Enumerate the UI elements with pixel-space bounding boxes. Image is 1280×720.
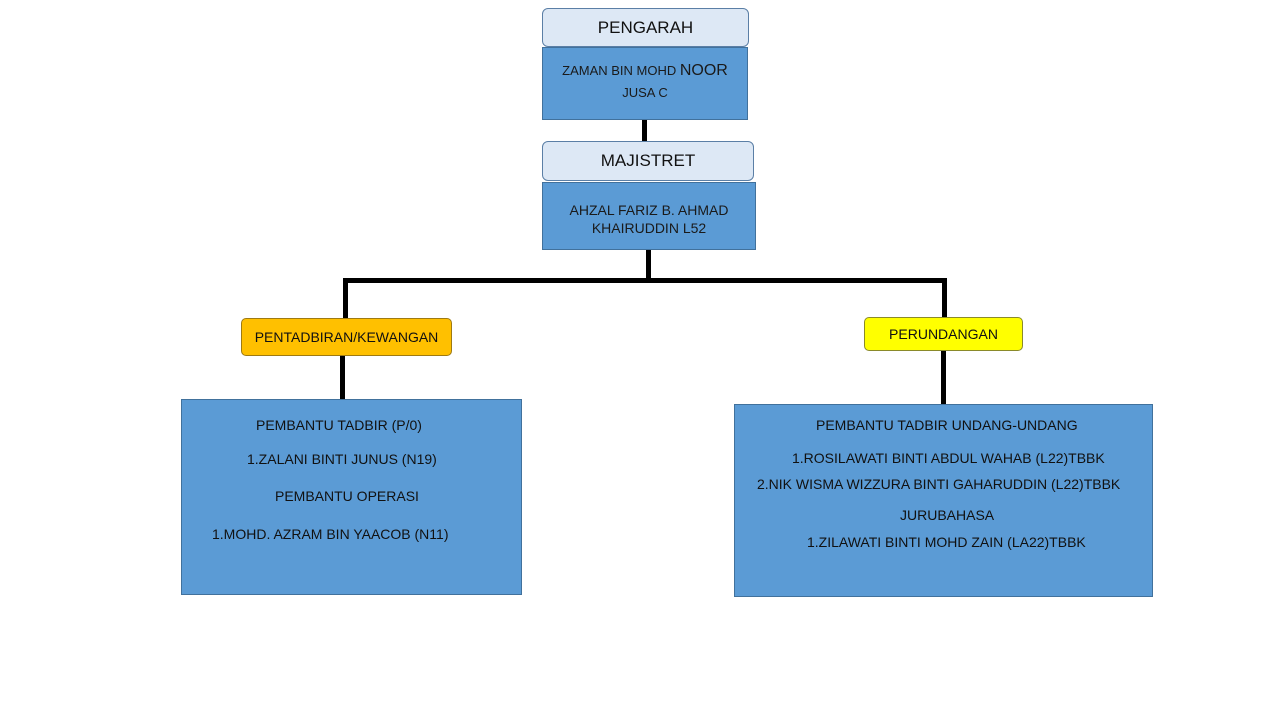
staff-heading-jurubahasa: JURUBAHASA <box>900 507 995 523</box>
majistret-name-line1: AHZAL FARIZ B. AHMAD <box>569 202 729 218</box>
majistret-title: MAJISTRET <box>600 151 696 170</box>
unit-label-pentadbiran: PENTADBIRAN/KEWANGAN <box>241 318 452 356</box>
connector-left-to-panel <box>340 356 345 401</box>
connector-horizontal <box>343 278 947 283</box>
staff-entry: 1.ZILAWATI BINTI MOHD ZAIN (LA22)TBBK <box>807 534 1086 550</box>
unit-label-perundangan: PERUNDANGAN <box>864 317 1023 351</box>
majistret-name-box: AHZAL FARIZ B. AHMAD KHAIRUDDIN L52 <box>542 182 756 250</box>
majistret-title-box: MAJISTRET <box>542 141 754 181</box>
staff-entry: 2.NIK WISMA WIZZURA BINTI GAHARUDDIN (L2… <box>757 476 1121 492</box>
connector-left-down <box>343 278 348 318</box>
pengarah-name: ZAMAN BIN MOHD NOOR <box>543 62 747 80</box>
connector-majistret-down <box>646 250 651 280</box>
pengarah-title-box: PENGARAH <box>542 8 749 47</box>
staff-heading-pembantu-operasi: PEMBANTU OPERASI <box>275 488 419 504</box>
pengarah-name-part2: NOOR <box>679 62 728 79</box>
pengarah-grade: JUSA C <box>622 85 668 100</box>
pengarah-title: PENGARAH <box>597 17 694 37</box>
connector-right-down <box>942 278 947 318</box>
connector-right-to-panel <box>941 351 946 405</box>
connector-pengarah-majistret <box>642 118 647 142</box>
staff-heading-pembantu-tadbir-undang: PEMBANTU TADBIR UNDANG-UNDANG <box>816 417 1078 433</box>
staff-entry: 1.ROSILAWATI BINTI ABDUL WAHAB (L22)TBBK <box>792 450 1105 466</box>
staff-entry: 1.MOHD. AZRAM BIN YAACOB (N11) <box>212 526 449 542</box>
majistret-name-line2: KHAIRUDDIN L52 <box>591 220 707 236</box>
staff-heading-pembantu-tadbir: PEMBANTU TADBIR (P/0) <box>256 417 422 433</box>
staff-panel-pentadbiran: PEMBANTU TADBIR (P/0) 1.ZALANI BINTI JUN… <box>181 399 522 595</box>
pengarah-name-part1: ZAMAN BIN MOHD <box>562 63 680 78</box>
unit-label-perundangan-text: PERUNDANGAN <box>889 326 998 342</box>
staff-panel-perundangan: PEMBANTU TADBIR UNDANG-UNDANG 1.ROSILAWA… <box>734 404 1153 597</box>
pengarah-name-box: ZAMAN BIN MOHD NOOR JUSA C <box>542 47 748 120</box>
unit-label-pentadbiran-text: PENTADBIRAN/KEWANGAN <box>254 329 439 345</box>
staff-entry: 1.ZALANI BINTI JUNUS (N19) <box>247 451 437 467</box>
